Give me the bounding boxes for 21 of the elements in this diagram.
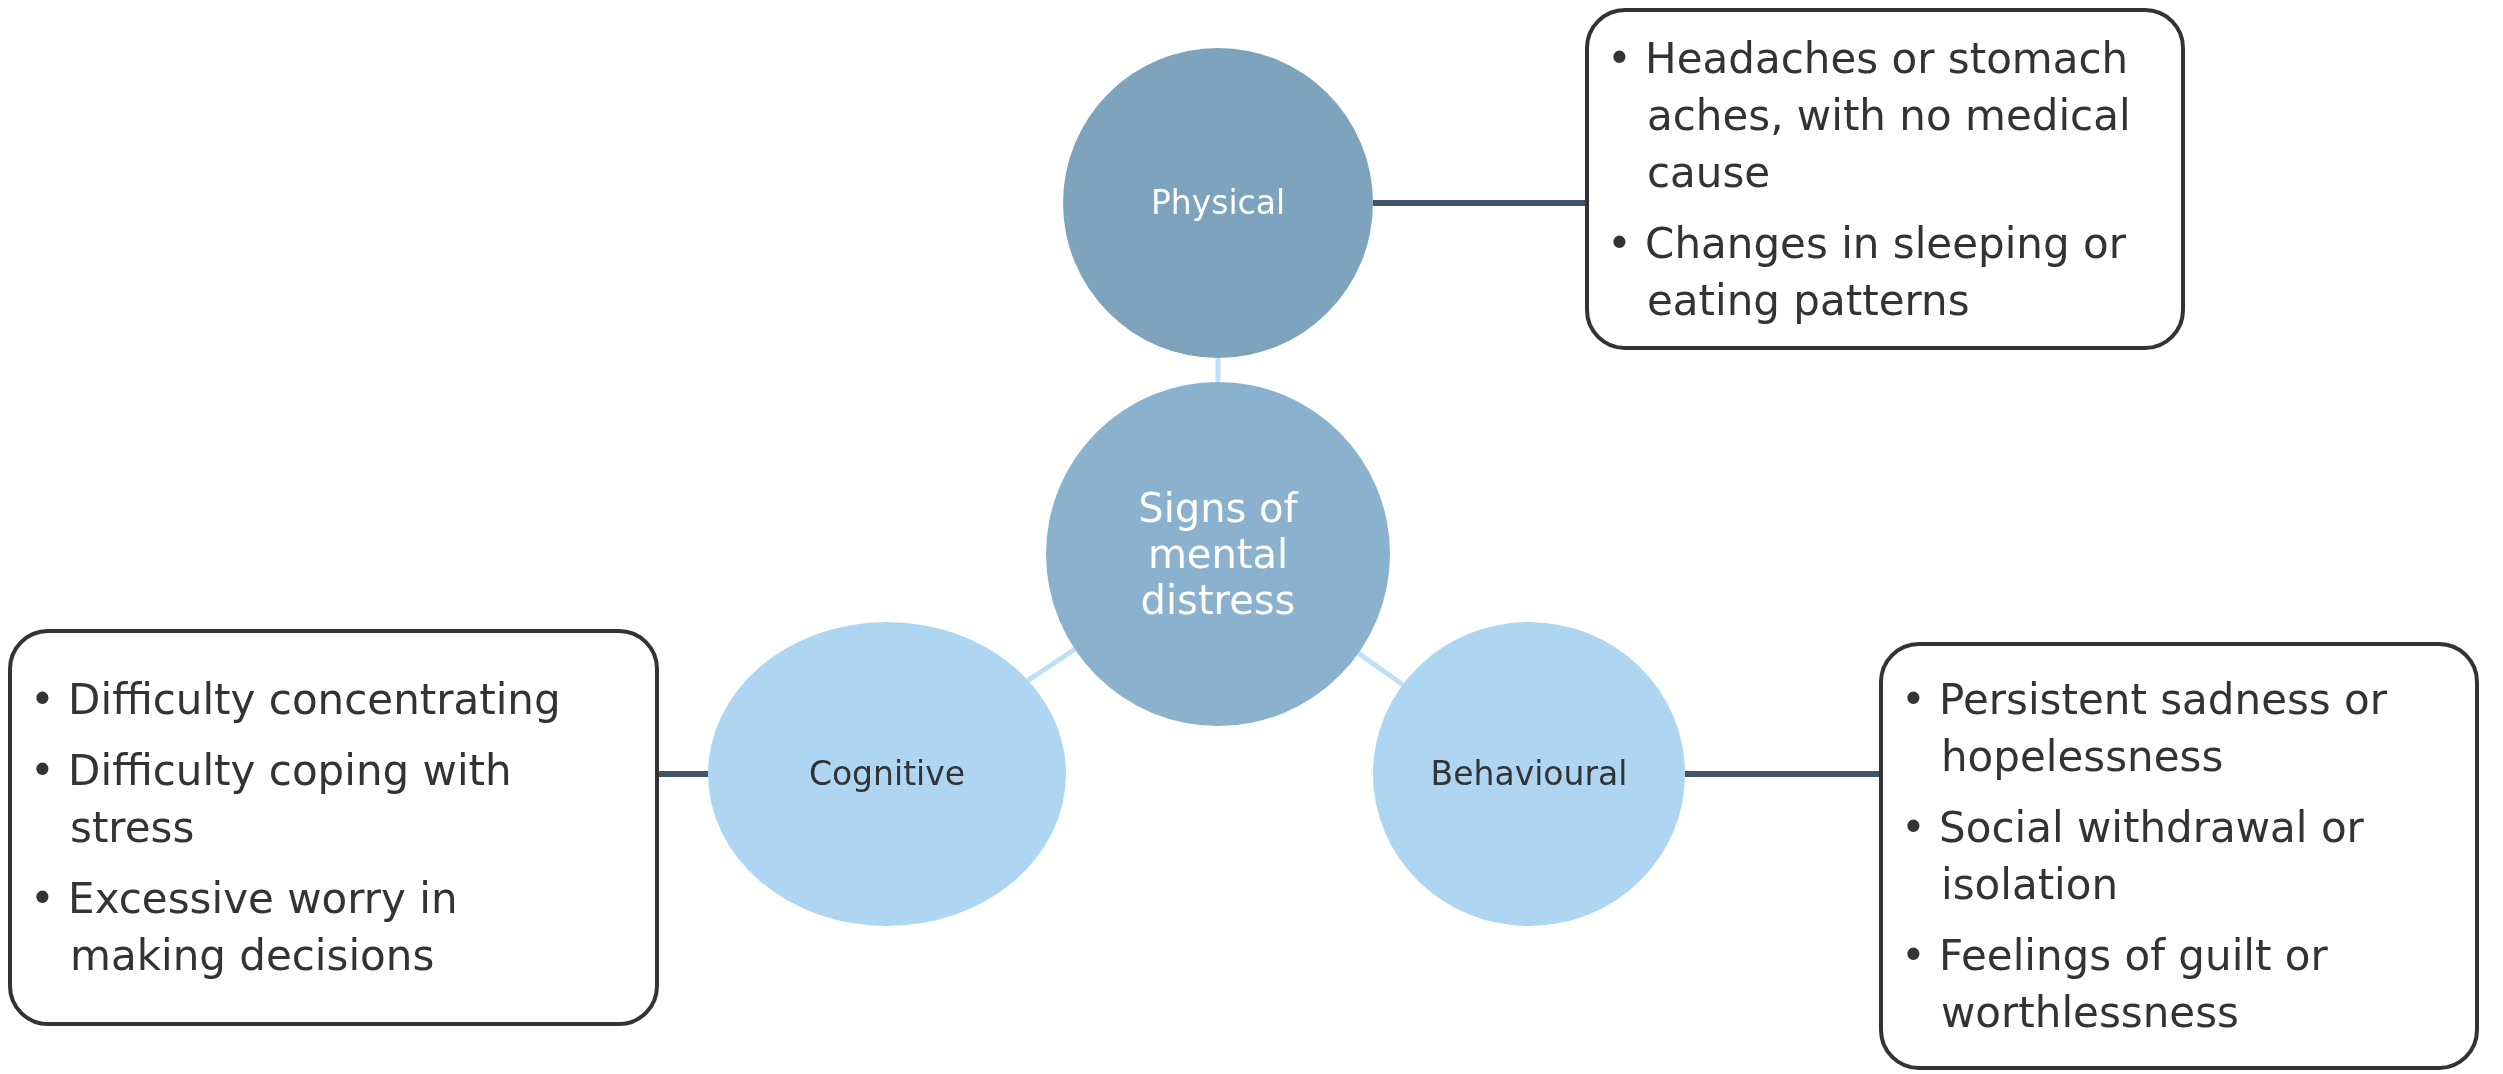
bullet-item: • Difficulty concentrating [30, 674, 562, 726]
symptom-card [8, 629, 659, 1026]
bullet-item: • Social withdrawal or isolation [1901, 802, 2365, 911]
circle-label: Signs of mental distress [1137, 485, 1300, 623]
bullet-item: • Feelings of guilt or worthlessness [1901, 930, 2329, 1039]
connector-line [1356, 651, 1405, 687]
connector-line [1685, 771, 1879, 777]
connector-line [1026, 647, 1077, 683]
connector-line [659, 771, 708, 777]
bullet-item: • Changes in sleeping or eating patterns [1607, 217, 2127, 327]
bullet-item: • Headaches or stomach aches, with no medical cause [1607, 32, 2132, 199]
bullet-item: • Excessive worry in making decisions [30, 873, 459, 982]
symptom-card [1585, 8, 2185, 350]
connector-line [1373, 200, 1585, 206]
circle-label: Physical [1150, 184, 1286, 222]
symptom-card [1879, 642, 2479, 1070]
connector-line [1215, 358, 1221, 382]
circle-label: Cognitive [808, 755, 966, 793]
bullet-item: • Difficulty coping with stress [30, 745, 513, 854]
bullet-item: • Persistent sadness or hopelessness [1901, 674, 2389, 783]
circle-label: Behavioural [1430, 755, 1628, 793]
